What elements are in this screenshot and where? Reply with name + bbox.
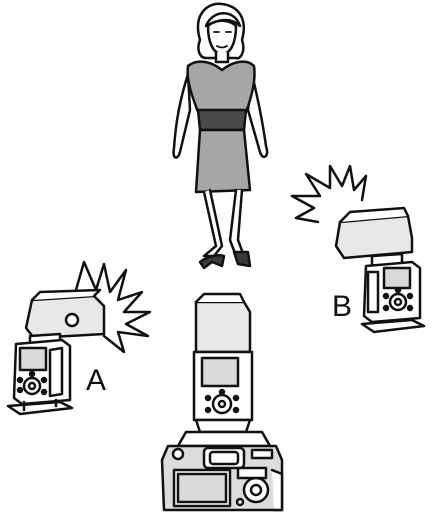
left-arm [174, 74, 190, 158]
flash-a-label: A [86, 364, 106, 397]
woman-subject [174, 4, 268, 268]
dress-skirt [196, 130, 250, 192]
left-leg [204, 190, 222, 256]
right-leg [230, 190, 244, 256]
flash-b-label: B [332, 290, 352, 323]
dress-belt [198, 110, 246, 130]
right-shoe [234, 252, 250, 266]
face [208, 21, 236, 54]
camera-with-master-flash [162, 294, 282, 510]
dress-top [188, 62, 255, 112]
